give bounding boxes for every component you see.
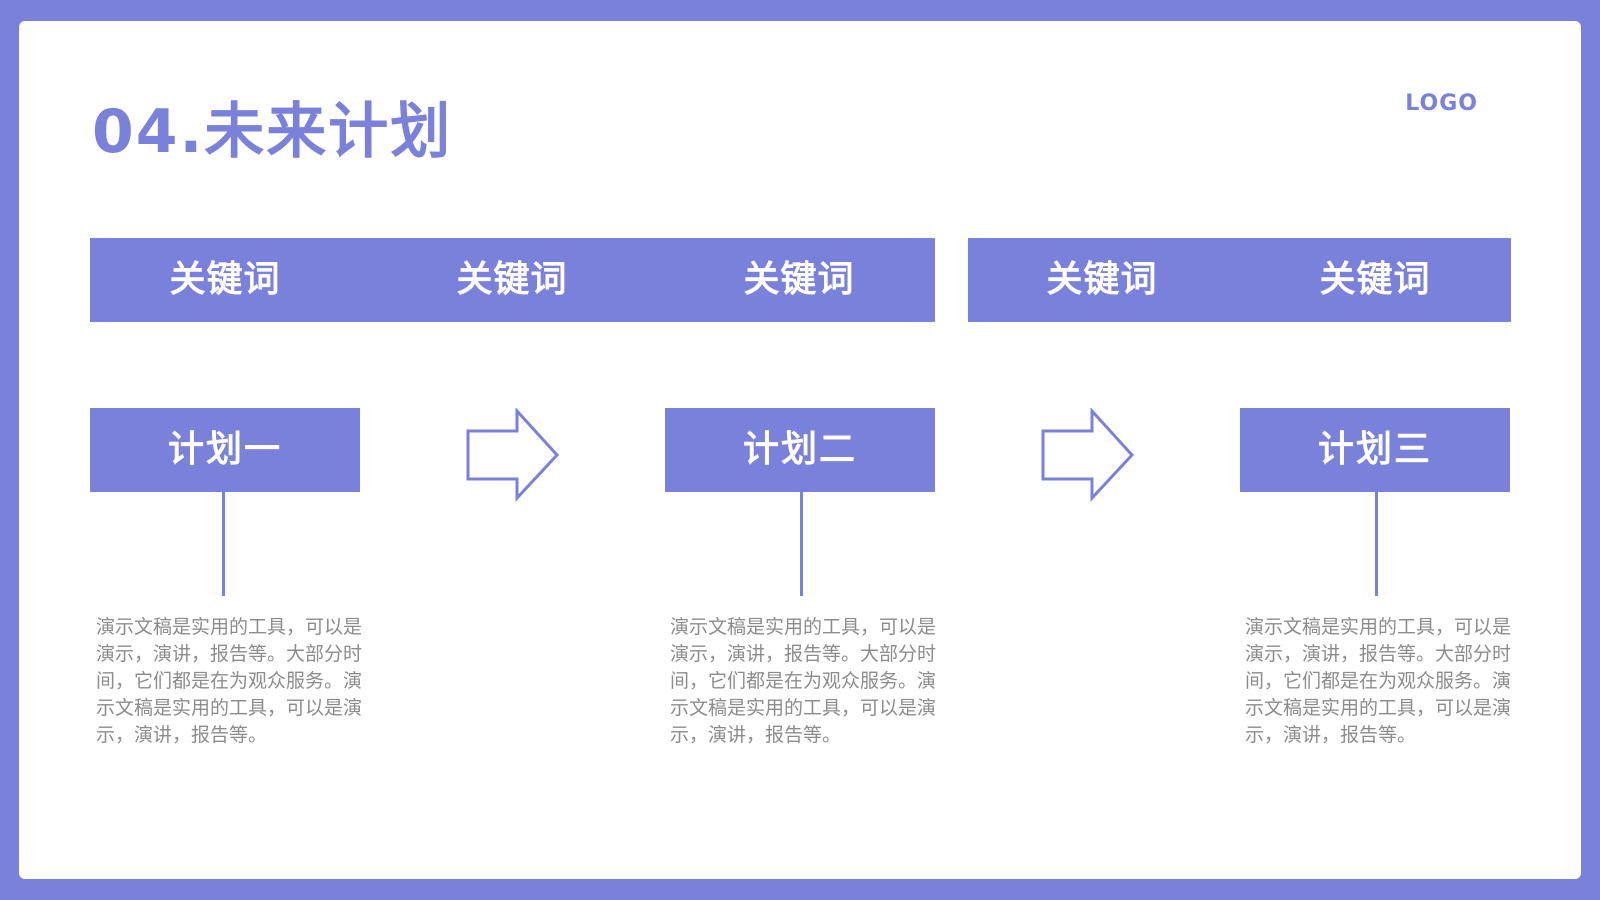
keyword-5: 关键词 xyxy=(1319,259,1431,300)
page-title: 04.未来计划 xyxy=(92,97,453,167)
keyword-4: 关键词 xyxy=(1046,259,1158,300)
keyword-bar-right: 关键词 关键词 xyxy=(968,238,1511,322)
plan-3-description: 演示文稿是实用的工具，可以是演示，演讲，报告等。大部分时间，它们都是在为观众服务… xyxy=(1245,616,1512,746)
right-arrow-icon xyxy=(1041,408,1135,502)
plan-1-connector xyxy=(222,492,225,596)
keyword-bar-left: 关键词 关键词 关键词 xyxy=(90,238,935,322)
plan-2-box: 计划二 xyxy=(665,408,935,492)
keyword-3: 关键词 xyxy=(743,259,855,300)
plan-2-connector xyxy=(800,492,803,596)
plan-1-description: 演示文稿是实用的工具，可以是演示，演讲，报告等。大部分时间，它们都是在为观众服务… xyxy=(96,616,363,746)
right-arrow-icon xyxy=(466,408,560,502)
logo: LOGO xyxy=(1405,91,1478,116)
keyword-1: 关键词 xyxy=(169,259,281,300)
keyword-2: 关键词 xyxy=(456,259,568,300)
plan-3-box: 计划三 xyxy=(1240,408,1510,492)
plan-2-description: 演示文稿是实用的工具，可以是演示，演讲，报告等。大部分时间，它们都是在为观众服务… xyxy=(670,616,937,746)
plan-3-connector xyxy=(1375,492,1378,596)
plan-1-box: 计划一 xyxy=(90,408,360,492)
